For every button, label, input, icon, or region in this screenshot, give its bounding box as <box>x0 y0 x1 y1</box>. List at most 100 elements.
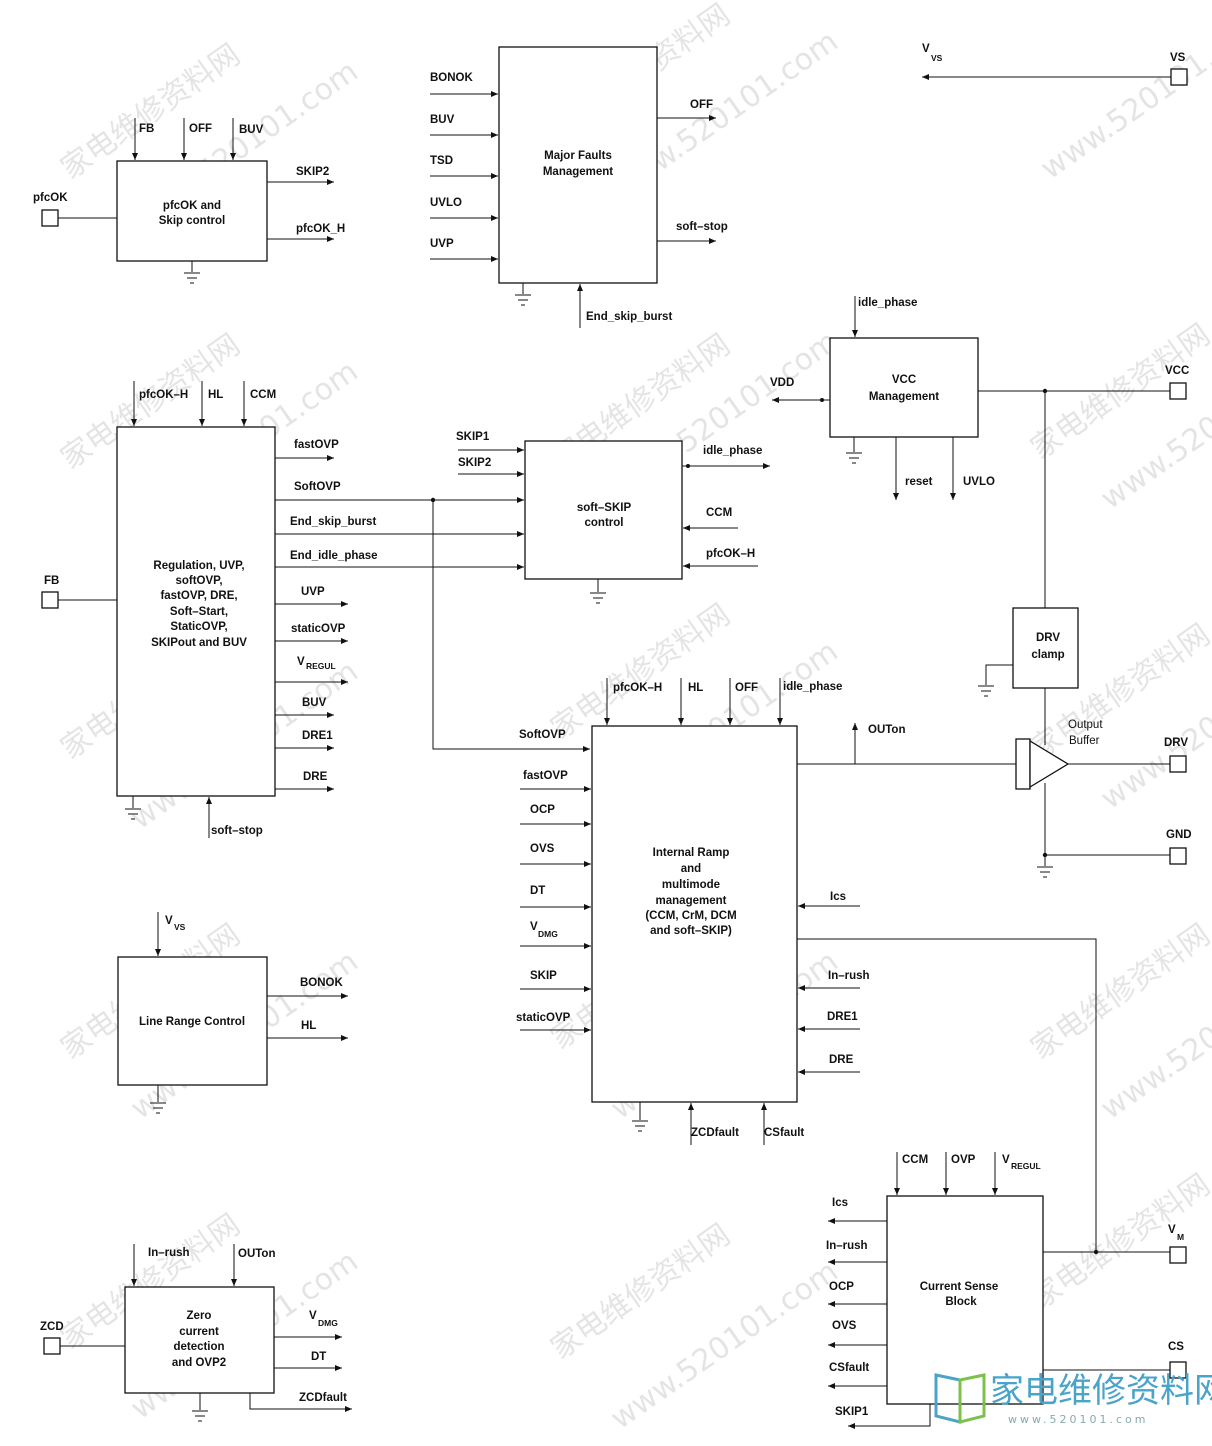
drv-clamp-block: DRV clamp <box>978 607 1079 745</box>
signal-label: V <box>922 43 930 55</box>
block-label: Regulation, UVP, <box>153 560 244 572</box>
junction-dot <box>686 464 690 468</box>
signal-label: idle_phase <box>783 681 842 693</box>
signal-label: staticOVP <box>291 623 346 635</box>
ground-icon <box>590 592 606 604</box>
signal-label: DT <box>530 885 545 897</box>
signal-label: pfcOK_H <box>296 223 345 235</box>
pin-gnd <box>1169 847 1187 865</box>
block-label: Output <box>1068 719 1103 731</box>
signal-label: DRE <box>303 771 328 783</box>
site-logo: 家电维修资料网 www.520101.com <box>934 1371 1212 1426</box>
signal-label: HL <box>688 682 703 694</box>
pin-label: ZCD <box>40 1321 64 1333</box>
major-faults-block: Major Faults Management BONOK BUV TSD UV… <box>430 46 728 328</box>
ground-icon <box>632 1120 648 1132</box>
pin-drv <box>1169 755 1187 773</box>
pin-label: GND <box>1166 829 1192 841</box>
block-label: VCC <box>892 374 916 386</box>
block-label: Line Range Control <box>139 1016 245 1028</box>
signal-label: UVLO <box>430 197 462 209</box>
signal-label: OUTon <box>868 724 905 736</box>
block-label: soft–SKIP <box>577 502 632 514</box>
signal-label: DRE <box>829 1054 854 1066</box>
signal-label: VDD <box>770 377 794 389</box>
signal-label: idle_phase <box>858 297 917 309</box>
ground-icon <box>150 1102 166 1114</box>
block-label: SKIPout and BUV <box>151 637 247 649</box>
signal-label: SKIP1 <box>456 431 490 443</box>
block-label: and soft–SKIP) <box>650 925 732 937</box>
ground-icon <box>978 685 994 697</box>
block-label: current <box>179 1326 219 1338</box>
pin-label: CS <box>1168 1341 1184 1353</box>
signal-label: OVS <box>530 843 555 855</box>
signal-label: ZCDfault <box>691 1127 739 1139</box>
signal-label: ZCDfault <box>299 1392 347 1404</box>
signal-label: CSfault <box>829 1362 869 1374</box>
signal-label: V <box>530 921 538 933</box>
signal-label: CCM <box>250 389 276 401</box>
signal-label: idle_phase <box>703 445 762 457</box>
signal-label: In–rush <box>828 970 870 982</box>
block-label: and OVP2 <box>172 1357 226 1369</box>
pin-label: VS <box>1170 52 1186 64</box>
block-label: Skip control <box>159 215 225 227</box>
signal-label: In–rush <box>826 1240 868 1252</box>
signal-label: BUV <box>430 114 455 126</box>
block-label: detection <box>173 1341 224 1353</box>
block-label: fastOVP, DRE, <box>160 590 237 602</box>
pin-label: DRV <box>1164 737 1188 749</box>
signal-label: OCP <box>530 804 555 816</box>
block-label: pfcOK and <box>163 200 221 212</box>
output-buffer: Output Buffer <box>1015 719 1170 855</box>
signal-label: fastOVP <box>294 439 339 451</box>
block-label: control <box>585 517 624 529</box>
block-label: clamp <box>1031 649 1064 661</box>
block-label: Management <box>543 166 613 178</box>
signal-label: CCM <box>902 1154 928 1166</box>
vcc-management-block: VCC Management idle_phase VDD reset UVLO <box>770 296 995 500</box>
junction-dot <box>1093 1249 1099 1255</box>
block-label: Zero <box>187 1310 212 1322</box>
block-label: and <box>681 863 701 875</box>
block-label: (CCM, CrM, DCM <box>645 910 736 922</box>
block-label: Current Sense <box>920 1281 999 1293</box>
signal-label: V <box>165 915 173 927</box>
signal-label: UVLO <box>963 476 995 488</box>
signal-label: SoftOVP <box>519 729 566 741</box>
signal-label: CSfault <box>764 1127 804 1139</box>
signal-label: soft–stop <box>211 825 263 837</box>
signal-subscript: VS <box>174 922 186 932</box>
ground-icon <box>846 452 862 464</box>
ground-icon <box>184 272 200 284</box>
signal-label: UVP <box>301 586 325 598</box>
book-logo-icon <box>934 1373 986 1424</box>
ground-icon <box>515 294 531 306</box>
block-label: Buffer <box>1069 735 1100 747</box>
signal-label: OVP <box>951 1154 976 1166</box>
signal-label: BONOK <box>300 977 344 989</box>
ground-icon <box>125 808 141 820</box>
signal-subscript: REGUL <box>1011 1161 1041 1171</box>
signal-label: soft–stop <box>676 221 728 233</box>
signal-label: TSD <box>430 155 453 167</box>
signal-label: pfcOK–H <box>139 389 188 401</box>
signal-label: BUV <box>239 124 264 136</box>
signal-label: UVP <box>430 238 454 250</box>
zcd-block: Zero current detection and OVP2 In–rush … <box>124 1244 352 1422</box>
signal-label: CCM <box>706 507 732 519</box>
signal-label: fastOVP <box>523 770 568 782</box>
pin-label: FB <box>44 575 59 587</box>
pin-zcd <box>43 1337 61 1355</box>
block-label: Soft–Start, <box>170 606 228 618</box>
line-range-block: Line Range Control V VS BONOK HL <box>117 912 348 1114</box>
junction-dot <box>820 398 824 402</box>
pin-label: V <box>1168 1224 1176 1236</box>
signal-label: DT <box>311 1351 326 1363</box>
signal-label: Ics <box>832 1197 848 1209</box>
signal-subscript: DMG <box>318 1318 338 1328</box>
block-label: multimode <box>662 879 720 891</box>
block-label: softOVP, <box>175 575 222 587</box>
